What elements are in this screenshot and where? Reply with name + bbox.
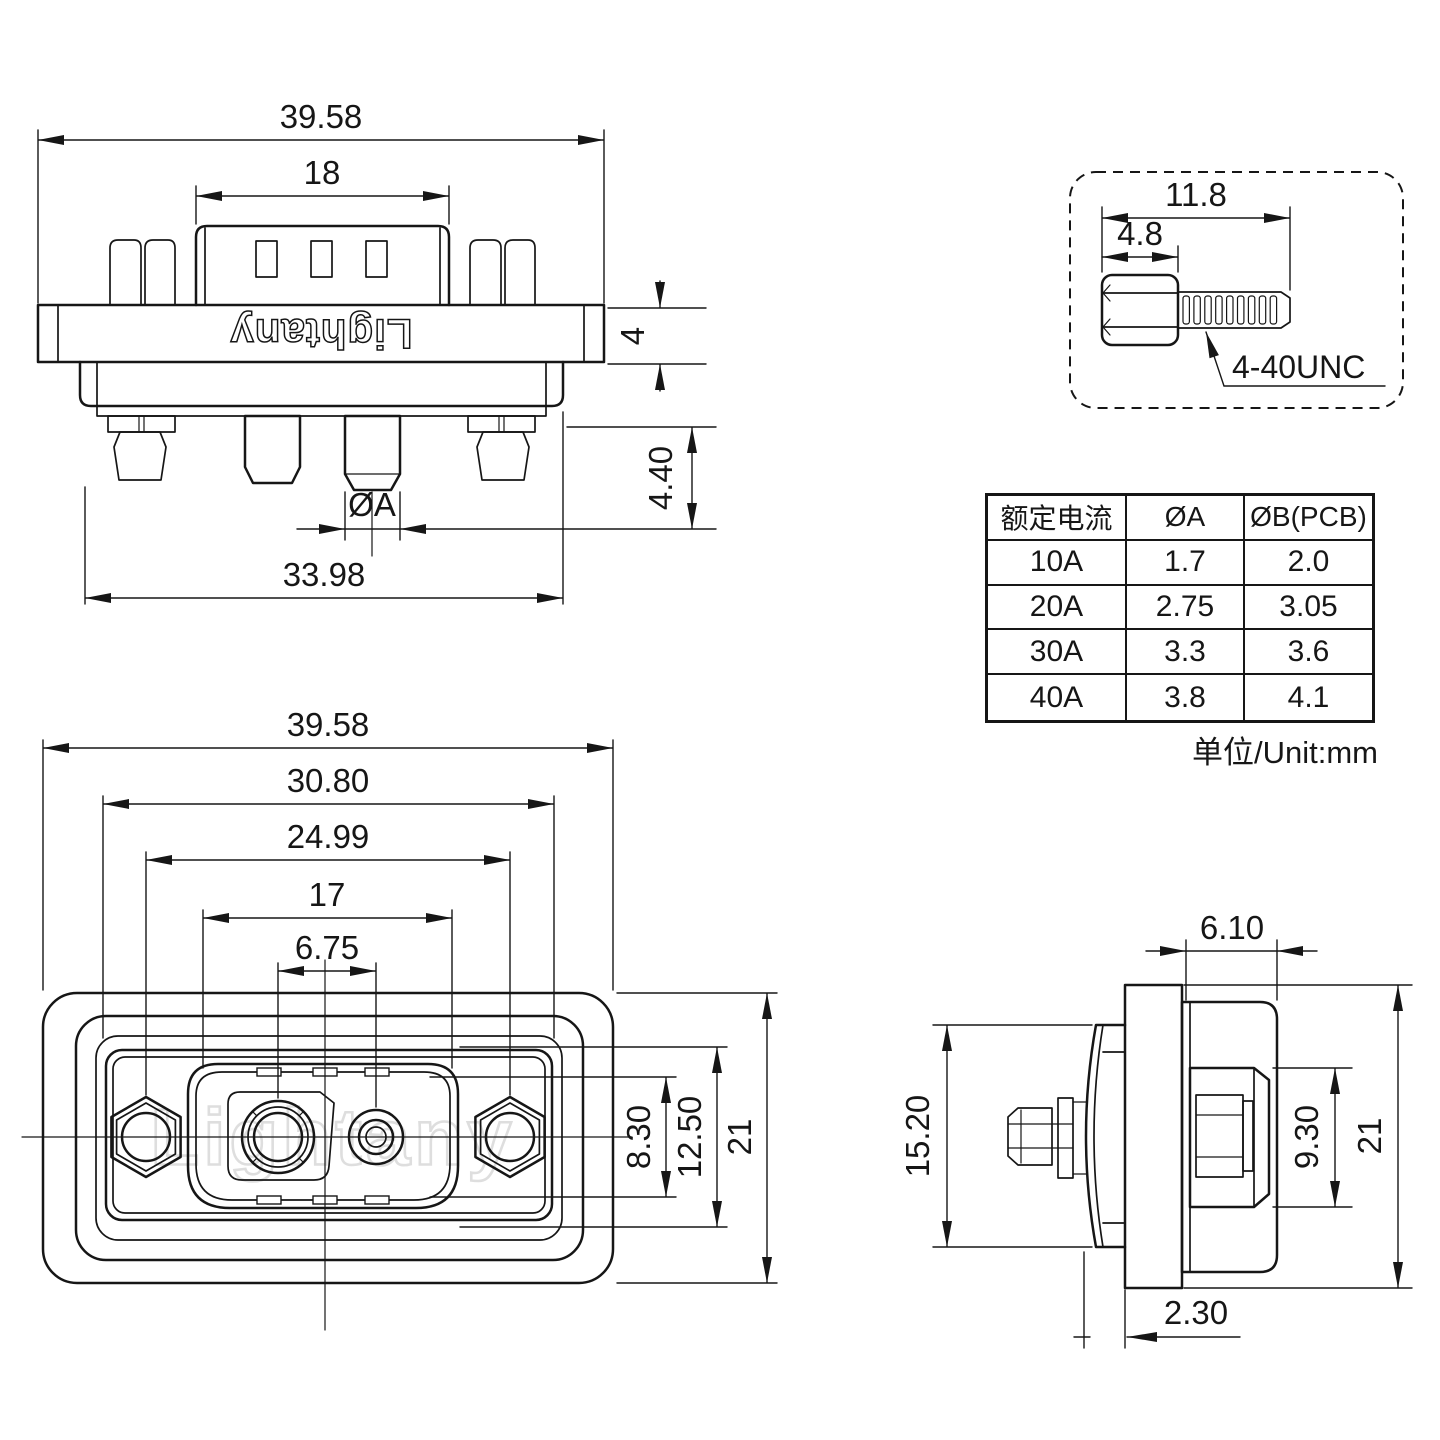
table-cell: 20A — [988, 585, 1127, 631]
unit-note: 单位/Unit:mm — [1192, 735, 1378, 770]
top-view: Lightany 39.58 18 4 4.40 — [36, 98, 717, 605]
table-cell: 4.1 — [1287, 680, 1330, 714]
spec-table: 额定电流 ØA ØB(PCB) 10A 1.7 2.0 20A 2.75 3.0… — [985, 493, 1375, 723]
dim-front-mount-hole-spacing: 24.99 — [287, 818, 370, 855]
dim-screw-total-length: 11.8 — [1165, 176, 1227, 213]
table-cell: 1.7 — [1127, 540, 1245, 586]
dim-side-flange-offset: 2.30 — [1164, 1294, 1228, 1331]
dim-top-pin-diameter: ØA — [348, 486, 396, 523]
dim-side-overall-height: 21 — [1351, 1118, 1388, 1155]
table-cell: 30A — [988, 630, 1127, 676]
dim-front-contact-spacing: 6.75 — [295, 929, 359, 966]
dim-front-overall-height: 21 — [721, 1119, 758, 1156]
dim-top-overall-width: 39.58 — [280, 98, 363, 135]
table-cell: 10A — [988, 540, 1127, 586]
dim-top-pin-protrusion: 4.40 — [642, 446, 679, 510]
dim-front-opening-height: 8.30 — [620, 1105, 657, 1169]
dim-screw-head-length: 4.8 — [1117, 215, 1163, 252]
dim-side-insert-diameter: 15.20 — [899, 1095, 936, 1178]
front-view: Lightany — [21, 706, 778, 1331]
table-header-dia-a: ØA — [1127, 496, 1245, 541]
dim-side-rear-depth: 6.10 — [1200, 909, 1264, 946]
dim-top-shroud-width: 18 — [304, 154, 341, 191]
dim-front-flange-width: 30.80 — [287, 762, 370, 799]
side-view: 6.10 15.20 9.30 21 2.30 — [899, 909, 1413, 1349]
table-cell: 3.6 — [1245, 630, 1372, 676]
thread-spec-label: 4-40UNC — [1232, 349, 1365, 385]
table-header-rated-current: 额定电流 — [988, 496, 1127, 541]
table-cell: 3.05 — [1245, 586, 1372, 631]
table-cell: 3.3 — [1127, 630, 1245, 676]
brand-engraving-mirrored: Lightany — [230, 311, 413, 358]
dim-top-body-width: 33.98 — [283, 556, 366, 593]
dim-front-shroud-width: 17 — [309, 876, 346, 913]
table-header-dia-b-pcb: ØB(PCB) — [1245, 496, 1372, 541]
dim-side-barrel-height: 9.30 — [1288, 1105, 1325, 1169]
table-cell: 2.75 — [1127, 585, 1245, 631]
screw-detail: 11.8 4.8 4-40UNC — [1069, 171, 1404, 409]
table-cell: 40A — [988, 675, 1127, 720]
table-cell: 2.0 — [1245, 541, 1372, 586]
table-cell: 3.8 — [1127, 675, 1245, 720]
dim-top-flange-thickness: 4 — [614, 327, 651, 345]
dim-front-overall-width: 39.58 — [287, 706, 370, 743]
dim-front-insert-height: 12.50 — [671, 1096, 708, 1179]
